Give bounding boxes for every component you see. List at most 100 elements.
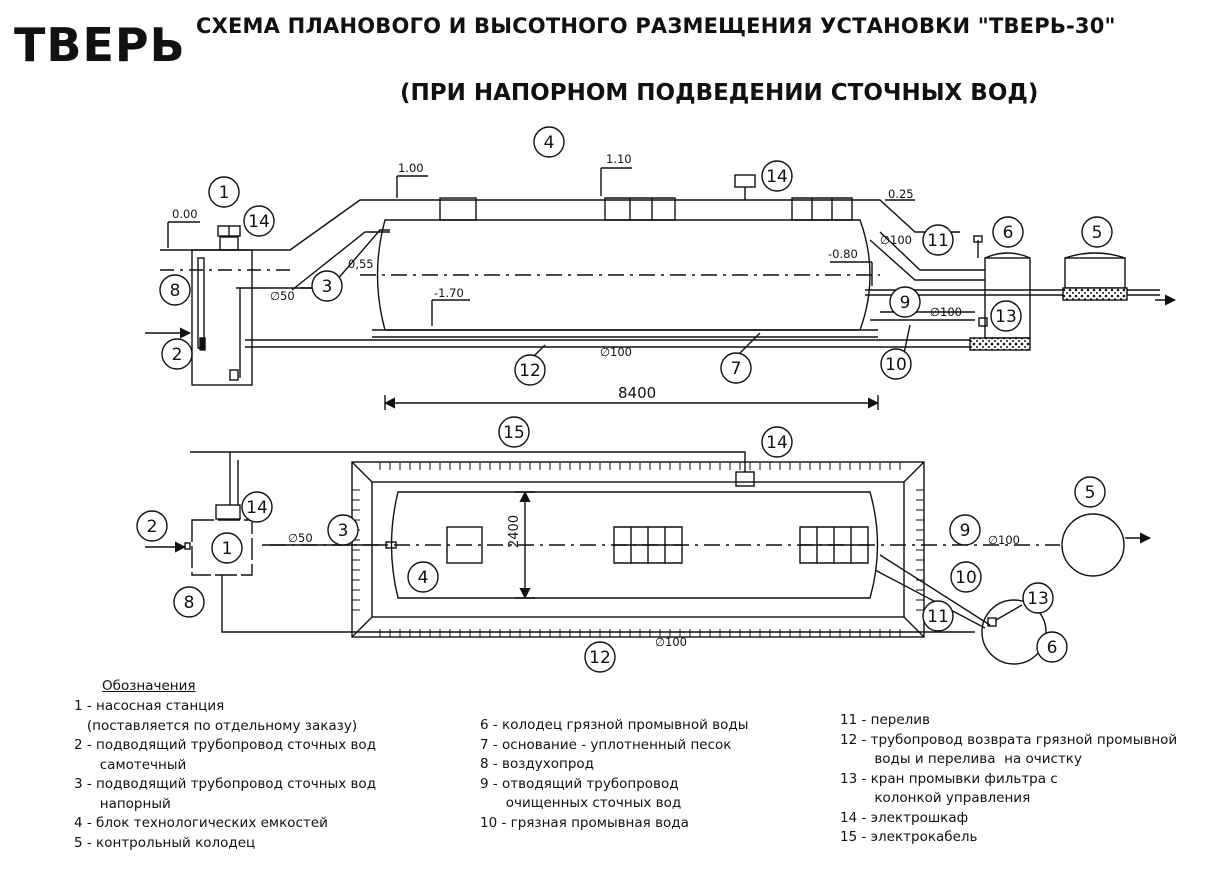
legend-item: 11 - перелив xyxy=(840,712,930,728)
callout-circle xyxy=(880,348,912,380)
callout-circle xyxy=(407,561,439,593)
legend-item: 13 - кран промывки фильтра с xyxy=(840,770,1058,787)
elev-ground-top: 1.10 xyxy=(606,152,632,166)
callout-circle xyxy=(889,286,921,318)
page-title: СХЕМА ПЛАНОВОГО И ВЫСОТНОГО РАЗМЕЩЕНИЯ У… xyxy=(196,14,1116,38)
callout-circle xyxy=(211,532,243,564)
pipe-d100-plan-outlet: ∅100 xyxy=(988,533,1020,547)
tank-plan xyxy=(390,491,879,599)
hatch-1 xyxy=(439,197,477,221)
dimension-width: 2400 xyxy=(507,515,522,548)
legend-item: очищенных сточных вод xyxy=(480,795,682,811)
callout-circle xyxy=(208,176,240,208)
callout-circle xyxy=(241,491,273,523)
callout-number: 4 xyxy=(418,568,429,588)
callout-number: 6 xyxy=(1003,223,1014,243)
legend-col-3: 11 - перелив 12 - трубопровод возврата гр… xyxy=(840,711,1177,848)
callout-circle xyxy=(949,514,981,546)
overflow-pipe xyxy=(869,231,985,281)
callout-circle xyxy=(161,338,193,370)
well-5 xyxy=(1064,257,1126,289)
callout-circle xyxy=(514,354,546,386)
callout-number: 5 xyxy=(1092,223,1103,243)
legend-item: 14 - электрошкаф xyxy=(840,809,969,826)
callout-number: 12 xyxy=(519,361,541,381)
pipe-d100-overflow: ∅100 xyxy=(880,233,912,247)
callout-number: 2 xyxy=(147,517,158,537)
callout-number: 5 xyxy=(1085,483,1096,503)
callout-circle xyxy=(761,160,793,192)
legend-col-2: 6 - колодец грязной промывной воды 7 - ос… xyxy=(480,716,748,833)
pipe-d100-plan-return: ∅100 xyxy=(655,635,687,649)
well-5-plan xyxy=(1061,513,1125,577)
callout-number: 9 xyxy=(900,293,911,313)
legend-item: 8 - воздухопрод xyxy=(480,756,594,772)
page-subtitle: (ПРИ НАПОРНОМ ПОДВЕДЕНИИ СТОЧНЫХ ВОД) xyxy=(400,80,1039,106)
callout-number: 14 xyxy=(766,167,788,187)
callout-number: 14 xyxy=(248,212,270,232)
well-6-plan xyxy=(981,599,1047,665)
legend-item: 12 - трубопровод возврата грязной промыв… xyxy=(840,731,1178,748)
callout-number: 2 xyxy=(172,345,183,365)
callout-circle xyxy=(950,561,982,593)
brand-logo: ТВЕРЬ xyxy=(14,18,186,72)
callout-circle xyxy=(992,216,1024,248)
callout-number: 9 xyxy=(960,521,971,541)
legend-item: колонкой управления xyxy=(840,790,1031,806)
callout-number: 13 xyxy=(1027,589,1049,609)
hatch-2 xyxy=(604,197,676,221)
callout-number: 10 xyxy=(885,355,907,375)
elev-ground-mid: 1.00 xyxy=(398,161,424,175)
callout-number: 14 xyxy=(246,498,268,518)
legend-item: 3 - подводящий трубопровод сточных вод xyxy=(74,776,377,792)
callout-circle xyxy=(327,514,359,546)
callout-number: 6 xyxy=(1047,638,1058,658)
pipe-d100-return: ∅100 xyxy=(600,345,632,359)
callout-number: 10 xyxy=(955,568,977,588)
callout-circle xyxy=(584,641,616,673)
callout-number: 14 xyxy=(766,433,788,453)
legend-heading: Обозначения xyxy=(102,678,196,694)
elev-inlet: 0,55 xyxy=(348,257,374,271)
elevation-view xyxy=(145,167,1177,410)
callout-circle xyxy=(159,274,191,306)
callout-circle xyxy=(1036,631,1068,663)
callout-circle xyxy=(1074,476,1106,508)
callout-number: 15 xyxy=(503,423,525,443)
pipe-d100-outlet: ∅100 xyxy=(930,305,962,319)
legend-item: 15 - электрокабель xyxy=(840,829,978,845)
pump-column xyxy=(197,257,205,349)
legend-item: 1 - насосная станция xyxy=(74,698,225,714)
callout-number: 8 xyxy=(184,593,195,613)
callout-circle xyxy=(243,205,275,237)
valve-13 xyxy=(978,317,988,327)
callout-circle xyxy=(922,224,954,256)
elev-ground-left: 0.00 xyxy=(172,207,198,221)
callout-circle xyxy=(1081,216,1113,248)
callout-number: 7 xyxy=(731,359,742,379)
callout-number: 12 xyxy=(589,648,611,668)
callout-circle xyxy=(720,352,752,384)
callout-number: 11 xyxy=(927,231,949,251)
callout-circle xyxy=(311,270,343,302)
legend-item: 5 - контрольный колодец xyxy=(74,834,256,851)
callout-number: 11 xyxy=(927,607,949,627)
callout-number: 8 xyxy=(170,281,181,301)
electro-cabinet-1 xyxy=(219,236,239,251)
callout-number: 4 xyxy=(544,133,555,153)
callout-number: 13 xyxy=(995,307,1017,327)
legend-item: напорный xyxy=(74,795,171,812)
legend-item: воды и перелива на очистку xyxy=(840,751,1082,767)
plan-view xyxy=(145,451,1152,665)
callout-circle xyxy=(922,600,954,632)
callout-number: 3 xyxy=(338,521,349,541)
callout-number: 3 xyxy=(322,277,333,297)
legend-col-1: 1 - насосная станция (поставляется по от… xyxy=(74,697,376,853)
callout-circle xyxy=(990,300,1022,332)
legend-item: 4 - блок технологических емкостей xyxy=(74,815,328,831)
legend-item: 7 - основание - уплотненный песок xyxy=(480,736,732,753)
legend-item: 2 - подводящий трубопровод сточных вод xyxy=(74,737,377,753)
legend-item: 6 - колодец грязной промывной воды xyxy=(480,717,749,733)
callout-circle xyxy=(173,586,205,618)
callout-circle xyxy=(533,126,565,158)
